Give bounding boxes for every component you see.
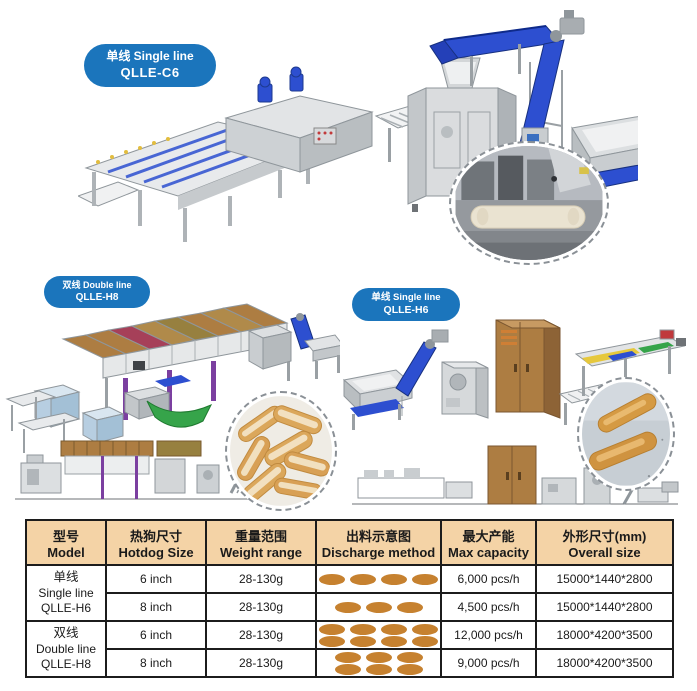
forming-machine	[224, 66, 374, 173]
model-cell-qlle-h6: 单线 Single line QLLE-H6	[25, 564, 107, 622]
proofer-cabinet	[495, 319, 561, 419]
badge-line-text: 单线 Single line	[106, 49, 194, 64]
baked-breads-photo	[577, 377, 675, 491]
header-overall-size: 外形尺寸(mm)Overall size	[535, 519, 674, 566]
dough-stick-photo-art	[455, 146, 603, 260]
model-badge-qlle-h6: 单线 Single line QLLE-H6	[352, 288, 460, 321]
badge-line-text: 双线 Double line	[62, 279, 132, 290]
table-row: 单线 Single line QLLE-H6 6 inch 28-130g 6,…	[25, 564, 674, 622]
discharge-cell	[315, 564, 442, 594]
discharge-diagram	[319, 651, 438, 675]
discharge-cell	[315, 592, 442, 622]
capacity-cell: 6,000 pcs/h	[440, 564, 537, 594]
discharge-diagram	[319, 601, 438, 613]
hotdog-buns-photo-art	[230, 396, 332, 506]
curve-conveyor	[123, 375, 213, 428]
rounder-machine	[441, 361, 489, 419]
table-row: 8 inch 28-130g 9,000 pcs/h 18000*4200*35…	[26, 648, 674, 678]
badge-model-code: QLLE-H6	[383, 303, 429, 316]
badge-line-text: 单线 Single line	[371, 291, 441, 303]
size-cell: 8 inch	[105, 592, 207, 622]
weight-cell: 28-130g	[205, 564, 317, 594]
elevation-view-h8	[15, 440, 268, 500]
elevation-view-h6	[352, 445, 679, 505]
model-badge-qlle-h8: 双线 Double line QLLE-H8	[44, 276, 150, 308]
production-line-illustration-qlle-h8	[5, 303, 340, 500]
discharge-cell	[315, 620, 442, 650]
line-end-machines	[247, 313, 340, 379]
weight-cell: 28-130g	[205, 592, 317, 622]
table-row: 8 inch 28-130g 4,500 pcs/h 15000*1440*28…	[26, 592, 674, 622]
hopper-and-elevator	[342, 329, 449, 430]
production-line-illustration-qlle-h6	[342, 319, 686, 505]
weight-cell: 28-130g	[205, 620, 317, 650]
discharge-diagram	[319, 623, 438, 647]
capacity-cell: 4,500 pcs/h	[440, 592, 537, 622]
overall-size-cell: 15000*1440*2800	[535, 564, 674, 594]
baked-breads-photo-art	[582, 382, 670, 486]
badge-model-code: QLLE-C6	[120, 64, 180, 80]
weight-cell: 28-130g	[205, 648, 317, 678]
dough-stick-photo	[449, 141, 609, 265]
moulding-conveyors	[558, 329, 686, 425]
packing-cabinets	[5, 384, 125, 453]
overall-size-cell: 15000*1440*2800	[535, 592, 674, 622]
discharge-cell	[315, 648, 442, 678]
hotdog-buns-photo	[225, 391, 337, 511]
overall-size-cell: 18000*4200*3500	[535, 620, 674, 650]
model-badge-qlle-c6: 单线 Single line QLLE-C6	[84, 44, 216, 87]
overall-size-cell: 18000*4200*3500	[535, 648, 674, 678]
discharge-diagram	[319, 573, 438, 585]
size-cell: 8 inch	[105, 648, 207, 678]
model-cell-qlle-h8: 双线 Double line QLLE-H8	[25, 620, 107, 678]
size-cell: 6 inch	[105, 564, 207, 594]
capacity-cell: 9,000 pcs/h	[440, 648, 537, 678]
table-row: 双线 Double line QLLE-H8 6 inch 28-130g 12…	[25, 620, 674, 678]
badge-model-code: QLLE-H8	[75, 292, 119, 304]
size-cell: 6 inch	[105, 620, 207, 650]
capacity-cell: 12,000 pcs/h	[440, 620, 537, 650]
